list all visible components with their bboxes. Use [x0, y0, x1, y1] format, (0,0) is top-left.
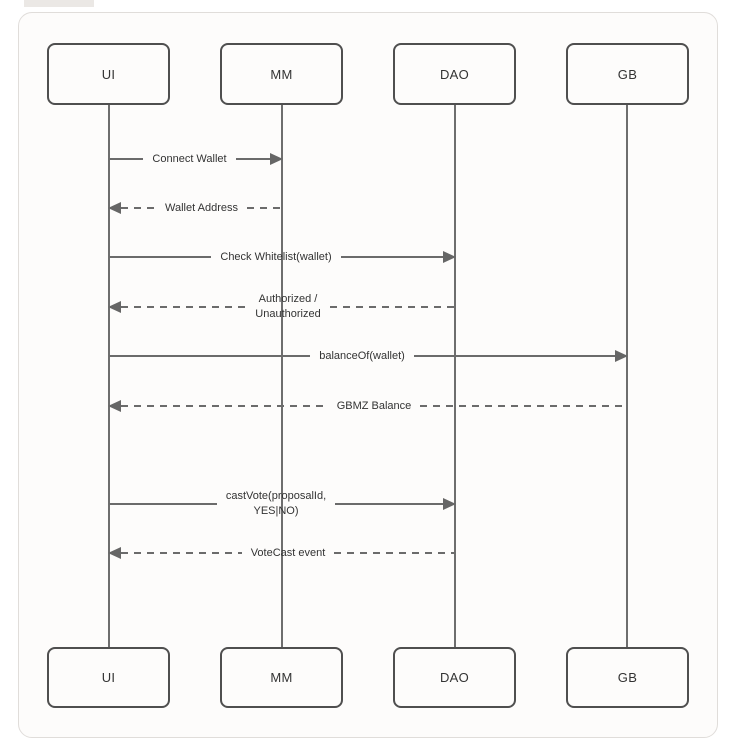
lifeline-mm [281, 105, 283, 647]
message-line [420, 405, 627, 407]
participant-box-dao-bottom: DAO [393, 647, 516, 708]
arrowhead-right-icon [443, 251, 456, 263]
participant-label-ui: UI [101, 66, 116, 82]
message-line [335, 503, 444, 505]
message-label: Authorized / Unauthorized [255, 293, 321, 320]
participant-label-mm: MM [270, 670, 293, 685]
message-line [109, 503, 217, 505]
message-line [109, 158, 144, 160]
participant-box-ui-bottom: UI [47, 647, 170, 708]
message-line [329, 306, 455, 308]
message-castvote: castVote(proposalId, YES|NO) [109, 488, 456, 520]
message-label: castVote(proposalId, YES|NO) [225, 490, 327, 517]
lifeline-ui [108, 105, 110, 647]
participant-box-dao-top: DAO [393, 43, 516, 105]
message-line [413, 355, 615, 357]
message-line [340, 256, 443, 258]
arrowhead-left-icon [108, 301, 121, 313]
participant-box-ui-top: UI [47, 43, 170, 105]
participant-box-mm-top: MM [220, 43, 343, 105]
message-label: Check Whitelist(wallet) [220, 250, 332, 263]
message-connect-wallet: Connect Wallet [109, 151, 283, 167]
message-line [121, 552, 242, 554]
message-wallet-address: Wallet Address [108, 200, 282, 216]
participant-label-dao: DAO [439, 66, 470, 82]
message-line [121, 306, 247, 308]
participant-box-gb-top: GB [566, 43, 689, 105]
lifeline-gb [626, 105, 628, 647]
participant-label-gb: GB [617, 66, 638, 82]
arrowhead-left-icon [108, 547, 121, 559]
message-gbmz-balance: GBMZ Balance [108, 398, 627, 414]
participant-box-gb-bottom: GB [566, 647, 689, 708]
message-line [121, 405, 328, 407]
participant-label-ui: UI [101, 670, 116, 685]
message-label: Connect Wallet [152, 152, 227, 165]
message-label: VoteCast event [250, 546, 326, 559]
message-line [109, 256, 212, 258]
message-authorized: Authorized / Unauthorized [108, 291, 455, 323]
message-label: GBMZ Balance [336, 399, 412, 412]
arrowhead-right-icon [443, 498, 456, 510]
page-edge-artifact [24, 0, 94, 7]
message-line [246, 207, 282, 209]
participant-box-mm-bottom: MM [220, 647, 343, 708]
message-line [109, 355, 311, 357]
arrowhead-left-icon [108, 400, 121, 412]
participant-label-gb: GB [617, 670, 638, 685]
message-line [334, 552, 456, 554]
arrowhead-right-icon [270, 153, 283, 165]
arrowhead-left-icon [108, 202, 121, 214]
message-line [121, 207, 157, 209]
lifeline-dao [454, 105, 456, 647]
message-label: Wallet Address [165, 201, 238, 214]
message-balanceof: balanceOf(wallet) [109, 348, 628, 364]
message-votecast-event: VoteCast event [108, 545, 456, 561]
participant-label-dao: DAO [439, 670, 470, 685]
diagram-card [18, 12, 718, 738]
participant-label-mm: MM [270, 66, 293, 82]
message-check-whitelist: Check Whitelist(wallet) [109, 249, 456, 265]
message-line [235, 158, 270, 160]
arrowhead-right-icon [615, 350, 628, 362]
message-label: balanceOf(wallet) [319, 349, 405, 362]
